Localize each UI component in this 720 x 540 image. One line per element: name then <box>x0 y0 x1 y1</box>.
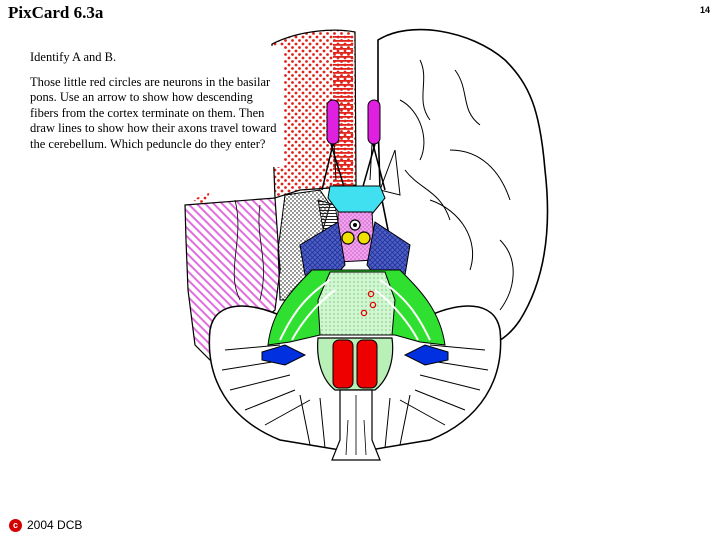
mammillary-body-left <box>341 231 355 245</box>
instruction-identify: Identify A and B. <box>30 50 117 64</box>
flocculus-left <box>261 344 307 366</box>
copyright-text: 2004 DCB <box>27 518 83 532</box>
card-title: PixCard 6.3a <box>8 3 104 22</box>
basilar-pons <box>317 271 396 336</box>
medulla <box>317 337 394 391</box>
copyright-icon: c <box>9 518 22 532</box>
page-number: 14 <box>699 5 710 15</box>
pyramid-right <box>356 339 378 389</box>
pyramid-left <box>332 339 354 389</box>
mammillary-body-right <box>357 231 371 245</box>
copyright-footer: c 2004 DCB <box>9 518 82 532</box>
flocculus-right <box>403 344 449 366</box>
instruction-neurons: Those little red circles are neurons in … <box>30 74 277 151</box>
pontine-neurons <box>360 290 377 317</box>
instructions-box: Identify A and B. Those little red circl… <box>26 46 284 167</box>
olfactory-tracts <box>321 99 386 191</box>
optic-chiasm <box>327 185 386 215</box>
